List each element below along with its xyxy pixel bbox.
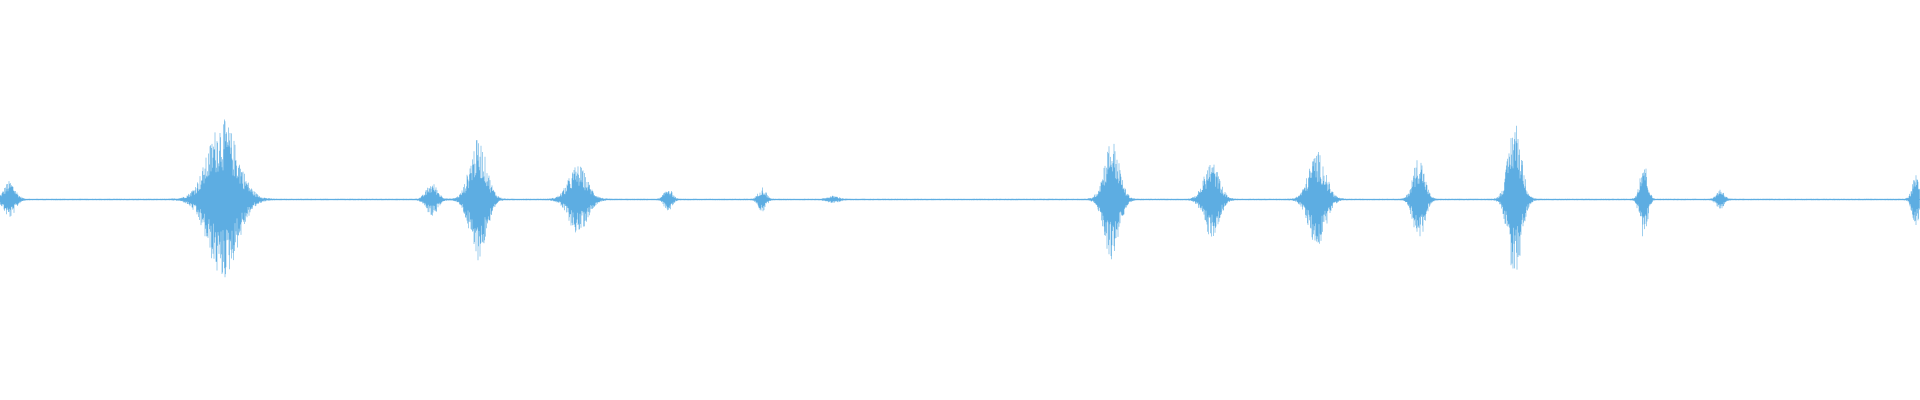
waveform-samples xyxy=(0,119,1920,278)
waveform-trace xyxy=(0,119,1920,278)
